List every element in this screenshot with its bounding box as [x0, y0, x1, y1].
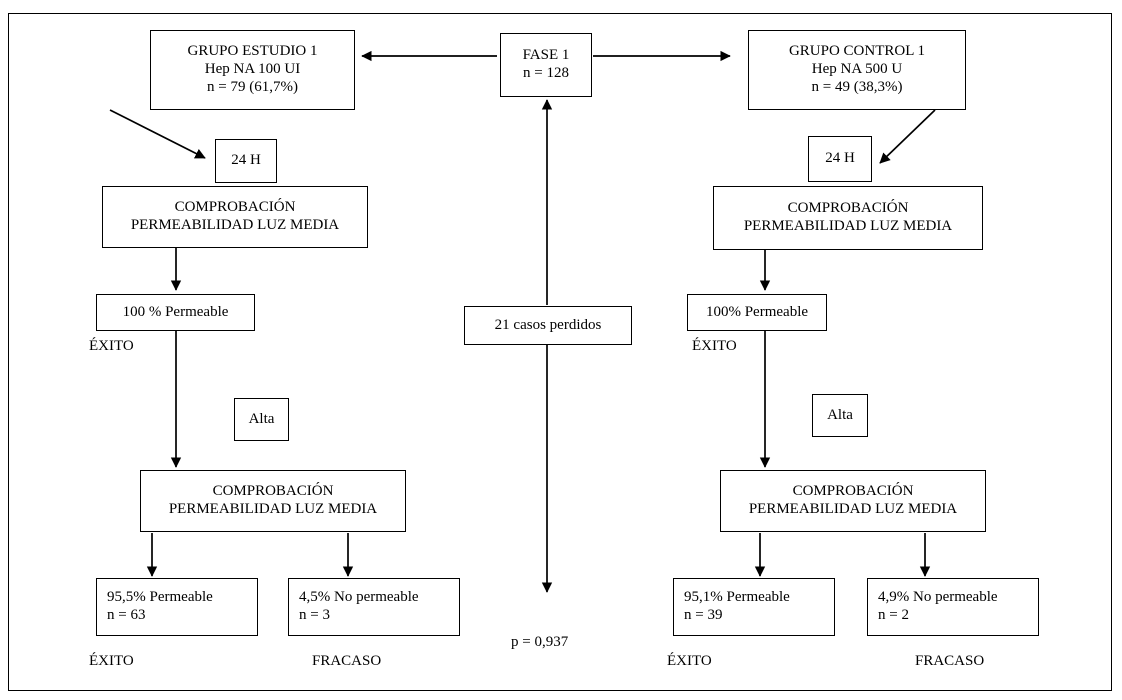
node-line: PERMEABILIDAD LUZ MEDIA: [168, 501, 378, 517]
label-p-value: p = 0,937: [511, 634, 569, 650]
node-line: COMPROBACIÓN: [787, 200, 909, 217]
node-line: 95,5% Permeable: [107, 589, 213, 606]
node-line: COMPROBACIÓN: [792, 483, 914, 500]
node-line: 100 % Permeable: [122, 303, 229, 320]
node-alta-right: Alta: [812, 394, 868, 437]
node-line: PERMEABILIDAD LUZ MEDIA: [748, 501, 958, 517]
node-line: n = 79 (61,7%): [207, 78, 298, 95]
node-comprobacion-right-bottom: COMPROBACIÓN PERMEABILIDAD LUZ MEDIA: [720, 470, 986, 532]
diagram-outer-frame: [8, 13, 1112, 691]
node-line: PERMEABILIDAD LUZ MEDIA: [743, 218, 953, 234]
node-line: PERMEABILIDAD LUZ MEDIA: [130, 217, 340, 233]
node-line: 4,9% No permeable: [878, 589, 998, 606]
label-exito-right-top: ÉXITO: [692, 338, 737, 354]
node-line: Hep NA 100 UI: [204, 61, 301, 78]
node-line: Alta: [248, 410, 275, 427]
node-grupo-estudio: GRUPO ESTUDIO 1 Hep NA 100 UI n = 79 (61…: [150, 30, 355, 110]
node-casos-perdidos: 21 casos perdidos: [464, 306, 632, 345]
node-line: n = 128: [523, 65, 569, 81]
node-result-right-success: 95,1% Permeable n = 39: [673, 578, 835, 636]
node-result-right-failure: 4,9% No permeable n = 2: [867, 578, 1039, 636]
node-line: 4,5% No permeable: [299, 589, 419, 606]
node-fase-1: FASE 1 n = 128: [500, 33, 592, 97]
node-line: n = 3: [299, 607, 330, 623]
node-line: Alta: [827, 406, 853, 423]
node-result-left-success: 95,5% Permeable n = 63: [96, 578, 258, 636]
node-line: n = 63: [107, 607, 146, 623]
label-exito-left-bottom: ÉXITO: [89, 653, 134, 669]
node-line: n = 2: [878, 607, 909, 623]
node-line: GRUPO ESTUDIO 1: [187, 43, 318, 60]
node-comprobacion-left-bottom: COMPROBACIÓN PERMEABILIDAD LUZ MEDIA: [140, 470, 406, 532]
label-exito-right-bottom: ÉXITO: [667, 653, 712, 669]
node-line: FASE 1: [522, 47, 570, 64]
node-permeable-right: 100% Permeable: [687, 294, 827, 331]
node-line: 24 H: [825, 150, 855, 167]
node-line: 95,1% Permeable: [684, 589, 790, 606]
node-line: n = 49 (38,3%): [811, 78, 903, 95]
node-line: Hep NA 500 U: [811, 61, 903, 78]
node-24h-right: 24 H: [808, 136, 872, 182]
label-exito-left-top: ÉXITO: [89, 338, 134, 354]
node-alta-left: Alta: [234, 398, 289, 441]
node-24h-left: 24 H: [215, 139, 277, 183]
node-grupo-control: GRUPO CONTROL 1 Hep NA 500 U n = 49 (38,…: [748, 30, 966, 110]
node-comprobacion-left-top: COMPROBACIÓN PERMEABILIDAD LUZ MEDIA: [102, 186, 368, 248]
node-comprobacion-right-top: COMPROBACIÓN PERMEABILIDAD LUZ MEDIA: [713, 186, 983, 250]
label-fracaso-right-bottom: FRACASO: [915, 653, 985, 669]
node-line: n = 39: [684, 607, 723, 623]
node-line: GRUPO CONTROL 1: [788, 43, 926, 60]
node-line: COMPROBACIÓN: [212, 483, 334, 500]
label-fracaso-left-bottom: FRACASO: [312, 653, 382, 669]
node-line: 24 H: [231, 152, 261, 169]
node-line: 21 casos perdidos: [494, 316, 602, 333]
node-permeable-left: 100 % Permeable: [96, 294, 255, 331]
node-line: COMPROBACIÓN: [174, 199, 296, 216]
node-line: 100% Permeable: [705, 303, 809, 320]
node-result-left-failure: 4,5% No permeable n = 3: [288, 578, 460, 636]
